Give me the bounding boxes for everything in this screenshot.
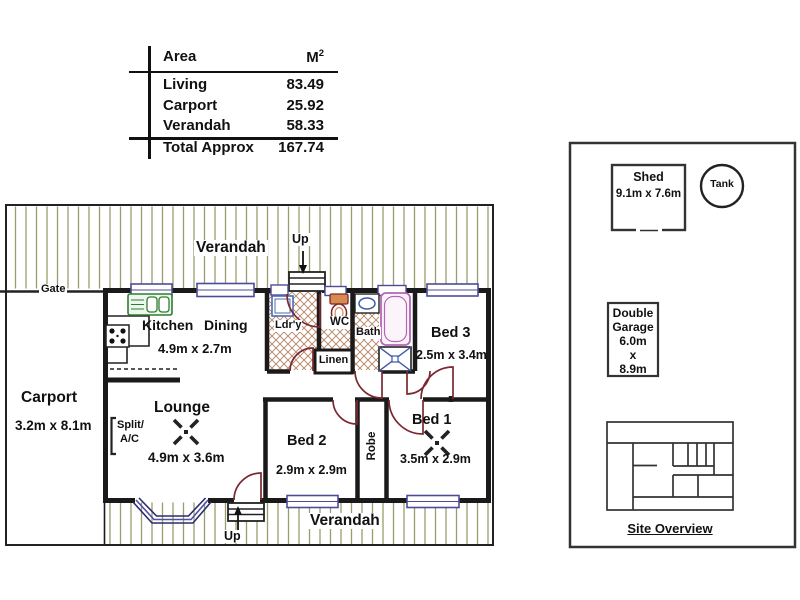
lounge-label: Lounge	[154, 399, 210, 416]
carport-dims: 3.2m x 8.1m	[15, 418, 92, 433]
ceiling-fan-icon	[172, 418, 200, 446]
up-arrow-bottom	[234, 506, 242, 532]
bed2-window	[286, 494, 339, 509]
garage-line: Garage	[612, 320, 654, 334]
kitchen-sink-icon	[127, 293, 173, 316]
lounge-exit-door-arc	[233, 472, 262, 501]
verandah-bottom-label: Verandah	[308, 512, 382, 530]
site-overview-house	[606, 421, 734, 511]
cooktop-icon	[105, 324, 130, 348]
verandah-top-label: Verandah	[194, 239, 268, 257]
wc-label: WC	[329, 316, 351, 329]
kitchen-dims: 4.9m x 2.7m	[158, 341, 232, 356]
bed3-label: Bed 3	[431, 325, 471, 341]
shed-dims: 9.1m x 7.6m	[615, 188, 682, 200]
garage-outline	[606, 301, 660, 378]
table-row-label: Verandah	[163, 117, 231, 134]
laundry-window	[270, 284, 289, 296]
shower-icon	[378, 346, 412, 372]
table-total-label: Total Approx	[163, 139, 254, 156]
wc-tile-floor	[321, 329, 351, 350]
bath-door-arc	[354, 370, 383, 399]
garage-label: Double Garage 6.0m x 8.9m	[608, 306, 658, 376]
table-row-value: 83.49	[286, 76, 324, 93]
tank-label: Tank	[710, 178, 734, 190]
bath-tile-floor	[354, 312, 379, 370]
lounge-dims: 4.9m x 3.6m	[148, 450, 225, 465]
bed3-window	[426, 283, 479, 297]
garage-line: 8.9m	[619, 362, 647, 376]
up-top-label: Up	[290, 232, 311, 247]
unit-m: M	[306, 49, 319, 66]
area-col-header: Area	[163, 48, 197, 65]
linen-label: Linen	[318, 354, 349, 366]
entry-door-arc	[286, 293, 321, 328]
split-ac-label: Split/	[117, 419, 144, 431]
dining-label: Dining	[204, 317, 248, 333]
carport-label: Carport	[21, 389, 77, 406]
basin-icon	[354, 293, 380, 314]
bay-window	[132, 497, 212, 524]
table-row-label: Living	[163, 76, 208, 93]
table-hline	[129, 70, 338, 73]
table-hline	[129, 137, 338, 140]
stairs-top	[288, 271, 326, 292]
unit-col-header: M2	[240, 49, 324, 66]
ceiling-fan-icon	[423, 429, 451, 457]
table-vline	[148, 46, 151, 159]
site-overview-caption: Site Overview	[627, 521, 713, 536]
door-arcs	[233, 293, 454, 501]
table-row-value: 25.92	[286, 96, 324, 114]
bed2-dims: 2.9m x 2.9m	[276, 463, 347, 477]
windows	[130, 282, 479, 509]
table-row-label: Carport	[163, 96, 218, 114]
split-ac-bracket	[110, 416, 116, 456]
robe-label: Robe	[365, 431, 378, 461]
shed-label: Shed	[633, 170, 664, 184]
bed2-door-arc	[332, 399, 358, 425]
up-bottom-label: Up	[222, 529, 243, 544]
garage-line: 6.0m	[619, 334, 647, 348]
kitchen-label: Kitchen	[142, 317, 194, 333]
bath-label: Bath	[355, 326, 382, 339]
bed1-window	[406, 494, 460, 509]
up-arrow-top	[299, 251, 307, 274]
bed3-dims: 2.5m x 3.4m	[416, 348, 487, 362]
unit-sup: 2	[318, 48, 324, 59]
kitchen-bench	[108, 315, 178, 370]
laundry-door-arc	[289, 347, 314, 372]
split-ac-label2: A/C	[120, 433, 139, 445]
bed1-door-arc	[388, 399, 424, 435]
table-row-value: 58.33	[286, 117, 324, 134]
gate-label: Gate	[39, 283, 68, 296]
stairs-bottom	[227, 502, 265, 522]
bed1-dims: 3.5m x 2.9m	[400, 452, 471, 466]
bed1-label: Bed 1	[412, 412, 452, 428]
shed-outline	[610, 163, 687, 233]
bed3-door-arc	[420, 366, 454, 400]
bed2-label: Bed 2	[287, 433, 327, 449]
dining-window	[196, 282, 255, 298]
garage-line: x	[629, 348, 637, 362]
bathtub-icon	[380, 292, 411, 346]
laundry-label: Ldr'y	[274, 319, 303, 332]
table-total-value: 167.74	[278, 139, 324, 156]
tank-circle	[699, 163, 745, 209]
garage-line: Double	[612, 306, 654, 320]
linen-closet	[313, 348, 354, 375]
